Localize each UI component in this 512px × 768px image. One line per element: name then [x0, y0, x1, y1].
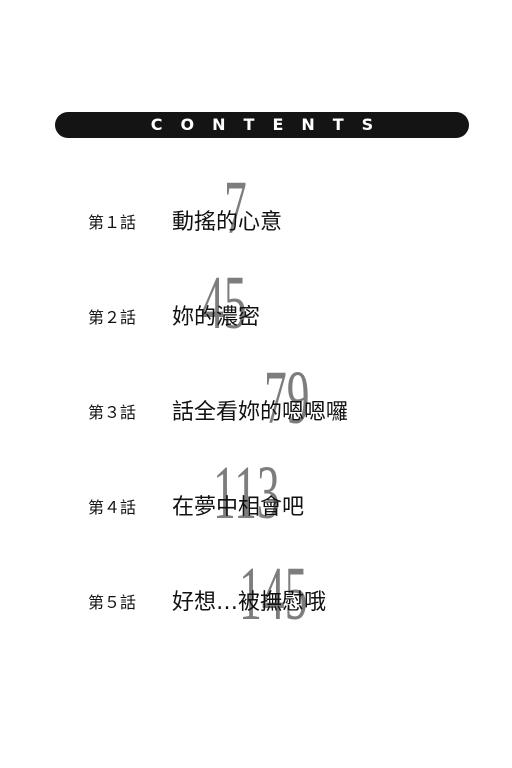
- toc-entry-2[interactable]: 45 第２話 妳的濃密: [0, 265, 512, 341]
- page-number: 113: [213, 451, 280, 535]
- chapter-label: 第１話: [88, 213, 137, 232]
- contents-banner: CONTENTS: [55, 112, 469, 138]
- chapter-title: 動搖的心意: [172, 210, 283, 235]
- toc-entry-4[interactable]: 113 第４話 在夢中相會吧: [0, 455, 512, 531]
- chapter-title: 話全看妳的嗯嗯囉: [172, 400, 349, 425]
- toc-entry-3[interactable]: 79 第３話 話全看妳的嗯嗯囉: [0, 360, 512, 436]
- chapter-label: 第４話: [88, 498, 137, 517]
- chapter-label: 第３話: [88, 403, 137, 422]
- chapter-label: 第２話: [88, 308, 137, 327]
- toc-entry-5[interactable]: 145 第５話 好想…被撫慰哦: [0, 556, 512, 632]
- toc-entry-1[interactable]: 7 第１話 動搖的心意: [0, 170, 512, 246]
- contents-title: CONTENTS: [150, 115, 392, 134]
- page-number: 7: [224, 166, 247, 250]
- page-number: 79: [264, 356, 310, 440]
- chapter-title: 妳的濃密: [172, 305, 261, 330]
- chapter-label: 第５話: [88, 593, 137, 612]
- page-number: 45: [201, 261, 247, 345]
- chapter-title: 在夢中相會吧: [172, 495, 305, 520]
- page-number: 145: [239, 552, 308, 636]
- chapter-title: 好想…被撫慰哦: [172, 590, 327, 615]
